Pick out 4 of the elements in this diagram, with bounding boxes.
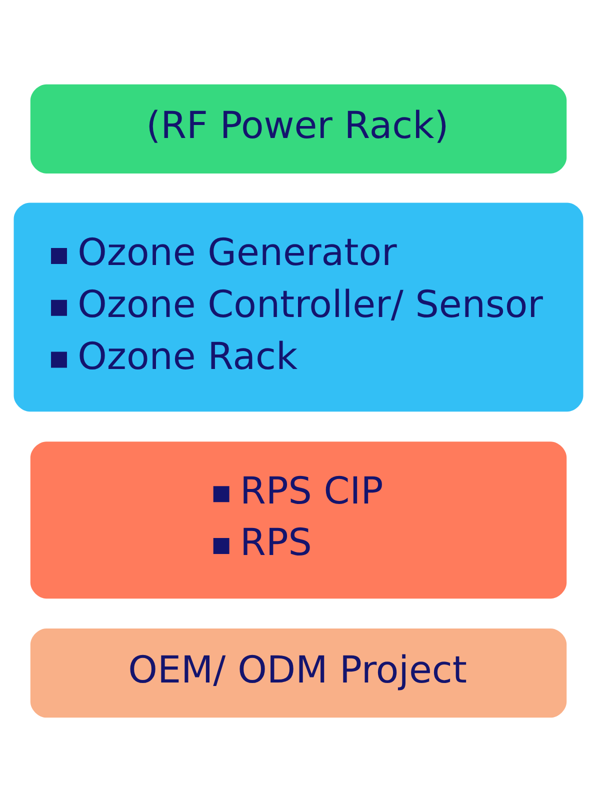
node-box: OEM/ ODM Project — [30, 628, 567, 718]
node-box: (RF Power Rack) — [30, 84, 567, 173]
node-box: RPS CIP RPS — [30, 441, 567, 598]
node-box: Ozone Generator Ozone Controller/ Sensor Ozone Rack — [14, 202, 584, 412]
